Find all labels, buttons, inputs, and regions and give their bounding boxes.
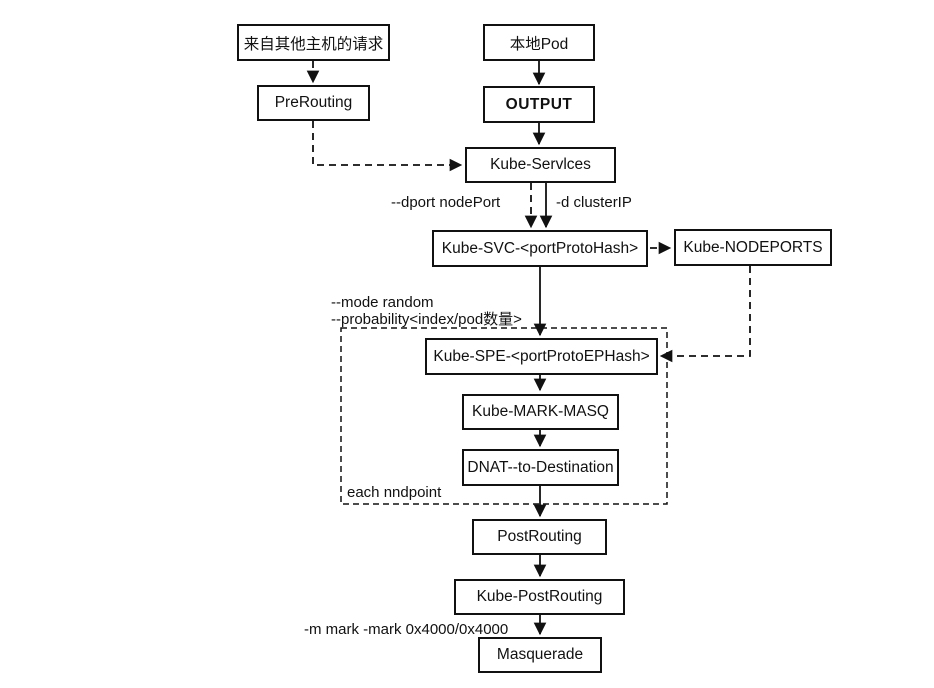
edge-label-mode-random: --mode random xyxy=(331,294,434,311)
node-masquerade: Masquerade xyxy=(478,637,602,673)
node-kube-postrouting: Kube-PostRouting xyxy=(454,579,625,615)
node-dnat-to-destination: DNAT--to-Destination xyxy=(462,449,619,486)
node-output: OUTPUT xyxy=(483,86,595,123)
node-kube-spe: Kube-SPE-<portProtoEPHash> xyxy=(425,338,658,375)
node-postrouting: PostRouting xyxy=(472,519,607,555)
edge-label-dport-nodeport: --dport nodePort xyxy=(391,194,501,211)
node-kube-nodeports: Kube-NODEPORTS xyxy=(674,229,832,266)
edge-label-mark: -m mark -mark 0x4000/0x4000 xyxy=(304,621,509,638)
node-local-pod: 本地Pod xyxy=(483,24,595,61)
node-other-host-request: 来自其他主机的请求 xyxy=(237,24,390,61)
edge-label-each-endpoint: each nndpoint xyxy=(347,484,442,501)
each-endpoint-group-outline xyxy=(340,327,668,505)
node-prerouting: PreRouting xyxy=(257,85,370,121)
edge-kubenodeports-to-kubespe xyxy=(659,266,751,363)
edge-label-d-clusterip: -d clusterIP xyxy=(556,194,632,211)
node-kube-mark-masq: Kube-MARK-MASQ xyxy=(462,394,619,430)
node-kube-svc: Kube-SVC-<portProtoHash> xyxy=(432,230,648,267)
node-kube-services: Kube-Servlces xyxy=(465,147,616,183)
edge-prerouting-to-kubeservices xyxy=(312,121,463,172)
edge-label-probability: --probability<index/pod数量> xyxy=(331,311,522,328)
